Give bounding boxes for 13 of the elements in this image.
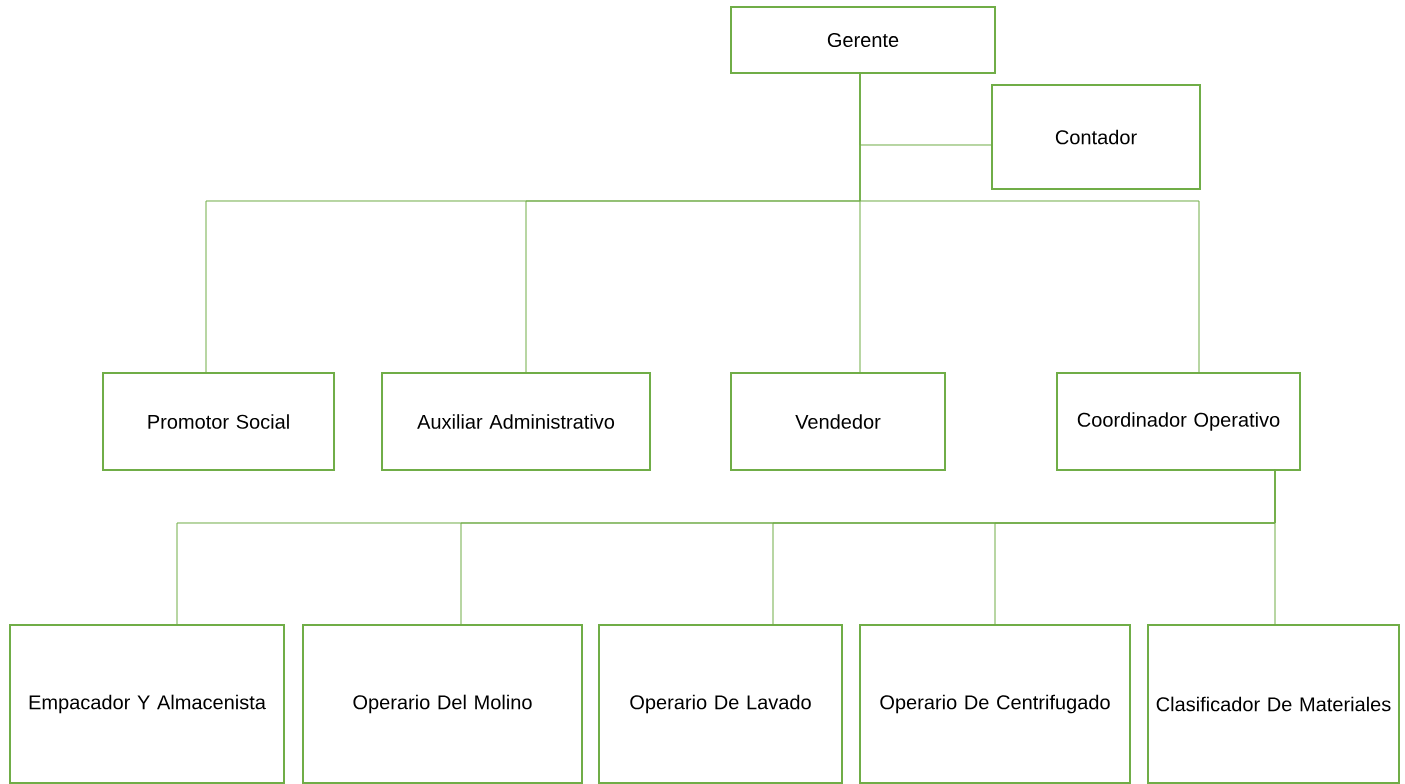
position-box: Empacador Y Almacenista [9,624,285,784]
position-box: Clasificador De Materiales [1147,624,1400,784]
position-box: Operario De Lavado [598,624,843,784]
connector-line [859,72,1200,374]
position-box: Vendedor [730,372,946,471]
position-box: Auxiliar Administrativo [381,372,651,471]
position-box: Gerente [730,6,996,74]
position-box: Contador [991,84,1201,190]
position-box: Coordinador Operativo [1056,372,1301,471]
connector-line [1274,469,1276,626]
position-box: Operario Del Molino [302,624,583,784]
position-box: Promotor Social [102,372,335,471]
position-box: Operario De Centrifugado [859,624,1131,784]
